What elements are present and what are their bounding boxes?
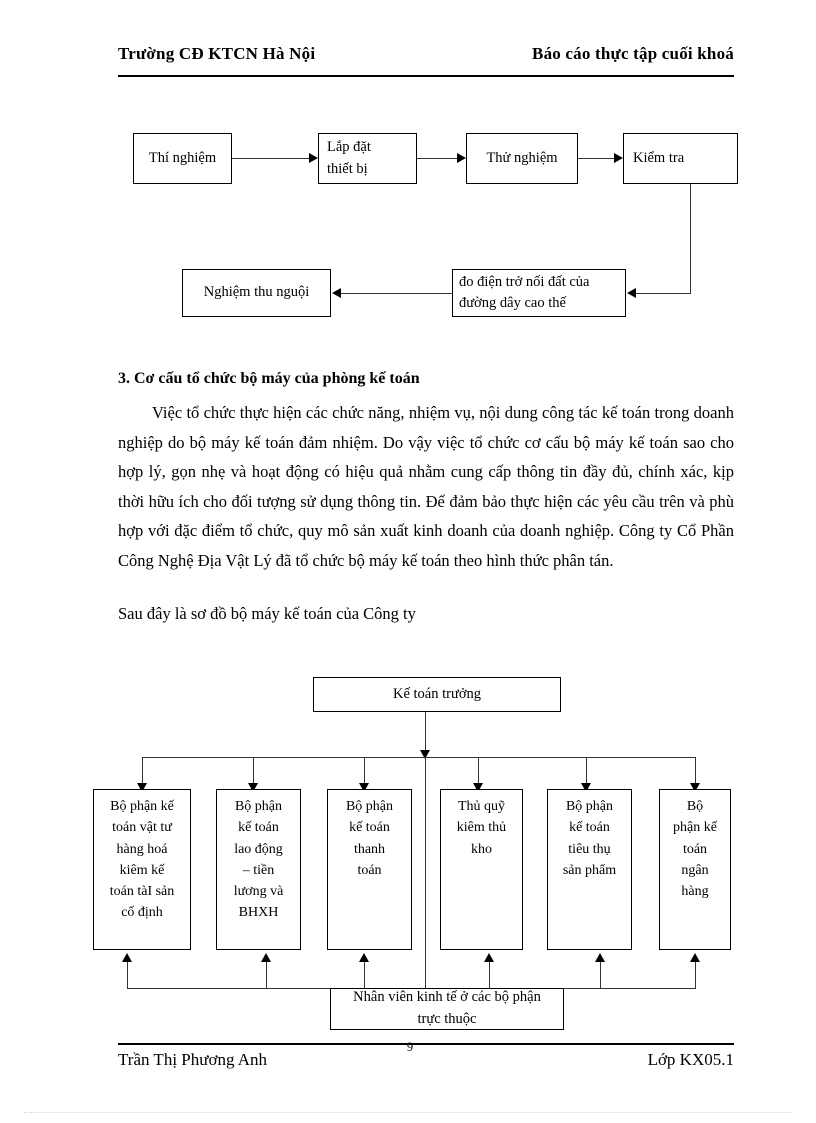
connector-root-down (425, 712, 426, 754)
org-box-bo-phan-ke-toan-tieu-thu: Bộ phận kế toán tiêu thụ sản phẩm (547, 789, 632, 950)
arrow-head-up (690, 953, 700, 962)
connector-up-2 (266, 962, 267, 989)
arrow-head-up (122, 953, 132, 962)
arrow-head-right (309, 153, 318, 163)
section-paragraph: Việc tổ chức thực hiện các chức năng, nh… (118, 403, 734, 570)
arrow-head-up (359, 953, 369, 962)
arrow-head-down (359, 783, 369, 792)
org-box-bo-phan-ke-toan-vat-tu: Bộ phận kế toán vật tư hàng hoá kiêm kế … (93, 789, 191, 950)
arrow-head-left (627, 288, 636, 298)
connector-thu-nghiem-to-kiem-tra (578, 158, 614, 159)
process-box-thu-nghiem: Thử nghiệm (466, 133, 578, 184)
org-feedback-bus-left (127, 988, 331, 989)
arrow-head-up (261, 953, 271, 962)
org-box-nhan-vien-kinh-te: Nhân viên kinh tế ở các bộ phận trực thu… (330, 988, 564, 1030)
arrow-head-right (614, 153, 623, 163)
page-header: Trường CĐ KTCN Hà Nội Báo cáo thực tập c… (118, 44, 734, 74)
connector-up-1 (127, 962, 128, 989)
process-box-label: Thử nghiệm (486, 149, 558, 166)
arrow-head-down (690, 783, 700, 792)
connector-up-3 (364, 962, 365, 989)
org-box-label: Thủ quỹ kiêm thủ kho (456, 799, 507, 857)
arrow-head-down (473, 783, 483, 792)
org-box-bo-phan-ke-toan-ngan-hang: Bộ phận kế toán ngân hàng (659, 789, 731, 950)
connector-drop-5 (586, 757, 587, 788)
connector-do-dien-tro-to-nghiem-thu (341, 293, 452, 294)
org-box-label: Kế toán trưởng (392, 685, 481, 702)
org-box-thu-quy-kiem-thu-kho: Thủ quỹ kiêm thủ kho (440, 789, 523, 950)
connector-lap-dat-to-thu-nghiem (417, 158, 457, 159)
page-number: 9 (406, 1040, 414, 1054)
org-box-ke-toan-truong: Kế toán trưởng (313, 677, 561, 712)
connector-root-to-nhan-vien (425, 757, 426, 996)
process-box-label: đo điện trở nối đất của đường dây cao th… (459, 273, 590, 311)
section-lead-line: Sau đây là sơ đồ bộ máy kế toán của Công… (118, 604, 416, 623)
header-divider-rule (118, 75, 734, 77)
org-box-bo-phan-ke-toan-lao-dong: Bộ phận kế toán lao động – tiền lương và… (216, 789, 301, 950)
org-box-label: Bộ phận kế toán lao động – tiền lương và… (233, 799, 284, 921)
process-box-kiem-tra: Kiểm tra (623, 133, 738, 184)
footer-class-label: Lớp KX05.1 (647, 1050, 734, 1069)
arrow-head-up (484, 953, 494, 962)
connector-up-5 (600, 962, 601, 989)
process-box-label: Thí nghiệm (148, 149, 217, 166)
org-distribution-bus (142, 757, 695, 758)
process-box-label: Lắp đặt thiết bị (327, 139, 371, 177)
section-heading: 3. Cơ cấu tổ chức bộ máy của phòng kế to… (118, 370, 420, 387)
arrow-head-down (420, 750, 430, 759)
process-box-lap-dat-thiet-bi: Lắp đặt thiết bị (318, 133, 417, 184)
process-box-label: Kiểm tra (633, 149, 685, 166)
connector-up-4 (489, 962, 490, 989)
org-feedback-bus-right (564, 988, 696, 989)
org-box-bo-phan-ke-toan-thanh-toan: Bộ phận kế toán thanh toán (327, 789, 412, 950)
org-box-label: Bộ phận kế toán vật tư hàng hoá kiêm kế … (109, 799, 175, 921)
connector-kiem-tra-down (690, 184, 691, 293)
arrow-head-down (248, 783, 258, 792)
arrow-head-up (595, 953, 605, 962)
connector-thi-nghiem-to-lap-dat (232, 158, 309, 159)
connector-kiem-tra-to-do-dien-tro (636, 293, 691, 294)
connector-drop-4 (478, 757, 479, 788)
org-box-label: Nhân viên kinh tế ở các bộ phận trực thu… (353, 989, 541, 1027)
process-box-thi-nghiem: Thí nghiệm (133, 133, 232, 184)
page-bottom-dotted-line (24, 1112, 792, 1113)
org-box-label: Bộ phận kế toán ngân hàng (673, 799, 717, 900)
arrow-head-right (457, 153, 466, 163)
footer-author-name: Trần Thị Phương Anh (118, 1050, 268, 1069)
header-school-name: Trường CĐ KTCN Hà Nội (118, 44, 316, 63)
process-box-do-dien-tro: đo điện trở nối đất của đường dây cao th… (452, 269, 626, 317)
header-report-title: Báo cáo thực tập cuối khoá (532, 44, 734, 63)
connector-drop-2 (253, 757, 254, 788)
connector-drop-6 (695, 757, 696, 788)
process-box-label: Nghiệm thu nguội (203, 284, 310, 301)
org-box-label: Bộ phận kế toán thanh toán (345, 799, 394, 878)
connector-drop-3 (364, 757, 365, 788)
org-box-label: Bộ phận kế toán tiêu thụ sản phẩm (562, 799, 617, 878)
connector-drop-1 (142, 757, 143, 788)
arrow-head-left (332, 288, 341, 298)
process-box-nghiem-thu-nguoi: Nghiệm thu nguội (182, 269, 331, 317)
arrow-head-down (137, 783, 147, 792)
arrow-head-down (581, 783, 591, 792)
footer-divider-rule (118, 1043, 734, 1045)
connector-up-6 (695, 962, 696, 989)
